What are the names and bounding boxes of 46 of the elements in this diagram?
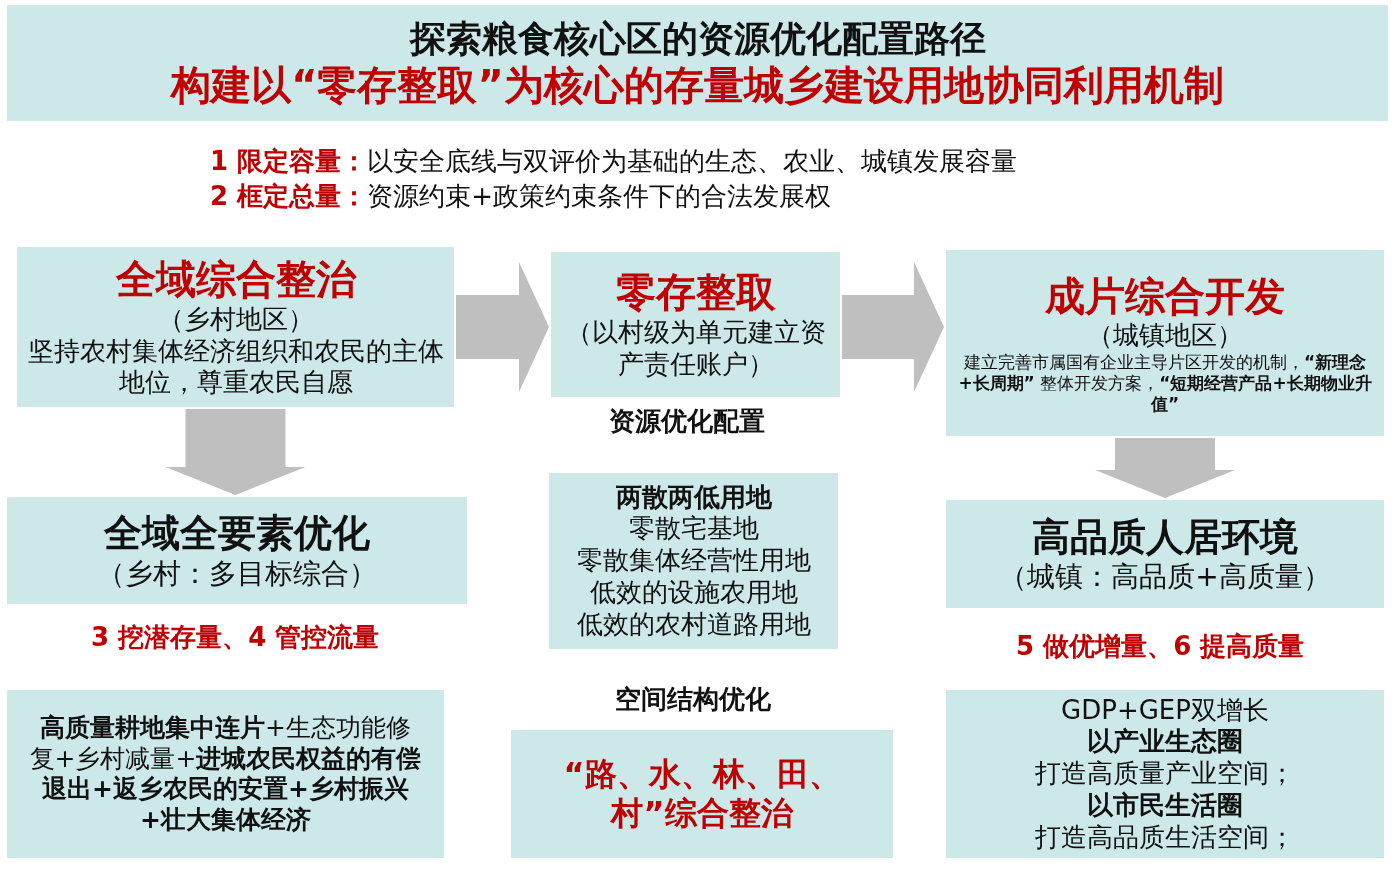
subheading-text: （城镇地区）: [1087, 320, 1243, 353]
heading-text: 高品质人居环境: [1032, 513, 1298, 561]
content-box: [549, 473, 838, 649]
caption-text: 资源优化配置: [609, 405, 765, 438]
subheading-text: （乡村：多目标综合）: [97, 556, 377, 591]
item-text: 零散集体经营性用地: [576, 545, 811, 577]
subheading-text: （以村级为单元建立资产责任账户）: [564, 317, 827, 381]
body-text: 建立完善市属国有企业主导片区开发的机制，“新理念+长周期” 整体开发方案，“短期经营产品+长期物业升值”: [957, 352, 1373, 415]
subheading-text: （城镇：高品质+高质量）: [999, 560, 1331, 595]
heading-text: 零存整取: [615, 268, 776, 318]
body-text: 打造高品质生活空间；: [1035, 821, 1295, 854]
content-box: [511, 730, 893, 858]
block-arrow: [1095, 438, 1235, 498]
body-text: 以市民生活圈: [1087, 789, 1243, 822]
body-text: 高质量耕地集中连片+生态功能修复+乡村减量+进城农民权益的有偿退出+返乡农民的安置+乡村振兴+壮大集体经济: [29, 713, 422, 835]
subtitle-text: 构建以“零存整取”为核心的存量城乡建设用地协同利用机制: [171, 60, 1224, 110]
step-label: 5 做优增量、6 提高质量: [1016, 630, 1305, 663]
result-box: [946, 500, 1384, 608]
body-text: GDP+GEP双增长: [1061, 694, 1269, 727]
block-arrow: [456, 262, 549, 392]
block-arrow: [165, 409, 306, 495]
block-arrow: [842, 262, 944, 392]
body-text: 以产业生态圈: [1087, 726, 1243, 759]
heading-text: 全域全要素优化: [104, 510, 370, 557]
item-text: 低效的设施农用地: [589, 576, 798, 609]
body-text: 坚持农村集体经济组织和农民的主体地位，尊重农民自愿: [26, 335, 445, 399]
heading-text: 两散两低用地: [615, 481, 772, 514]
content-box: [7, 690, 444, 858]
subheading-text: （乡村地区）: [157, 303, 314, 336]
note-text: 1 限定容量：以安全底线与双评价为基础的生态、农业、城镇发展容量: [210, 145, 1018, 178]
caption-text: 空间结构优化: [615, 683, 771, 716]
note-text: 2 框定总量：资源约束+政策约束条件下的合法发展权: [210, 180, 831, 213]
body-text: 打造高质量产业空间；: [1035, 758, 1295, 790]
process-box: [946, 250, 1384, 436]
process-box: [17, 247, 454, 407]
content-box: [946, 690, 1384, 858]
body-text: “路、水、林、田、村”综合整治: [562, 754, 842, 834]
title-text: 探索粮食核心区的资源优化配置路径: [409, 16, 986, 61]
process-box: [551, 252, 840, 397]
item-text: 低效的农村道路用地: [576, 608, 811, 641]
step-label: 3 挖潜存量、4 管控流量: [91, 621, 380, 654]
title-banner: [7, 5, 1388, 121]
result-box: [7, 497, 467, 604]
heading-text: 全域综合整治: [115, 255, 356, 304]
item-text: 零散宅基地: [628, 513, 759, 546]
heading-text: 成片综合开发: [1045, 271, 1285, 321]
